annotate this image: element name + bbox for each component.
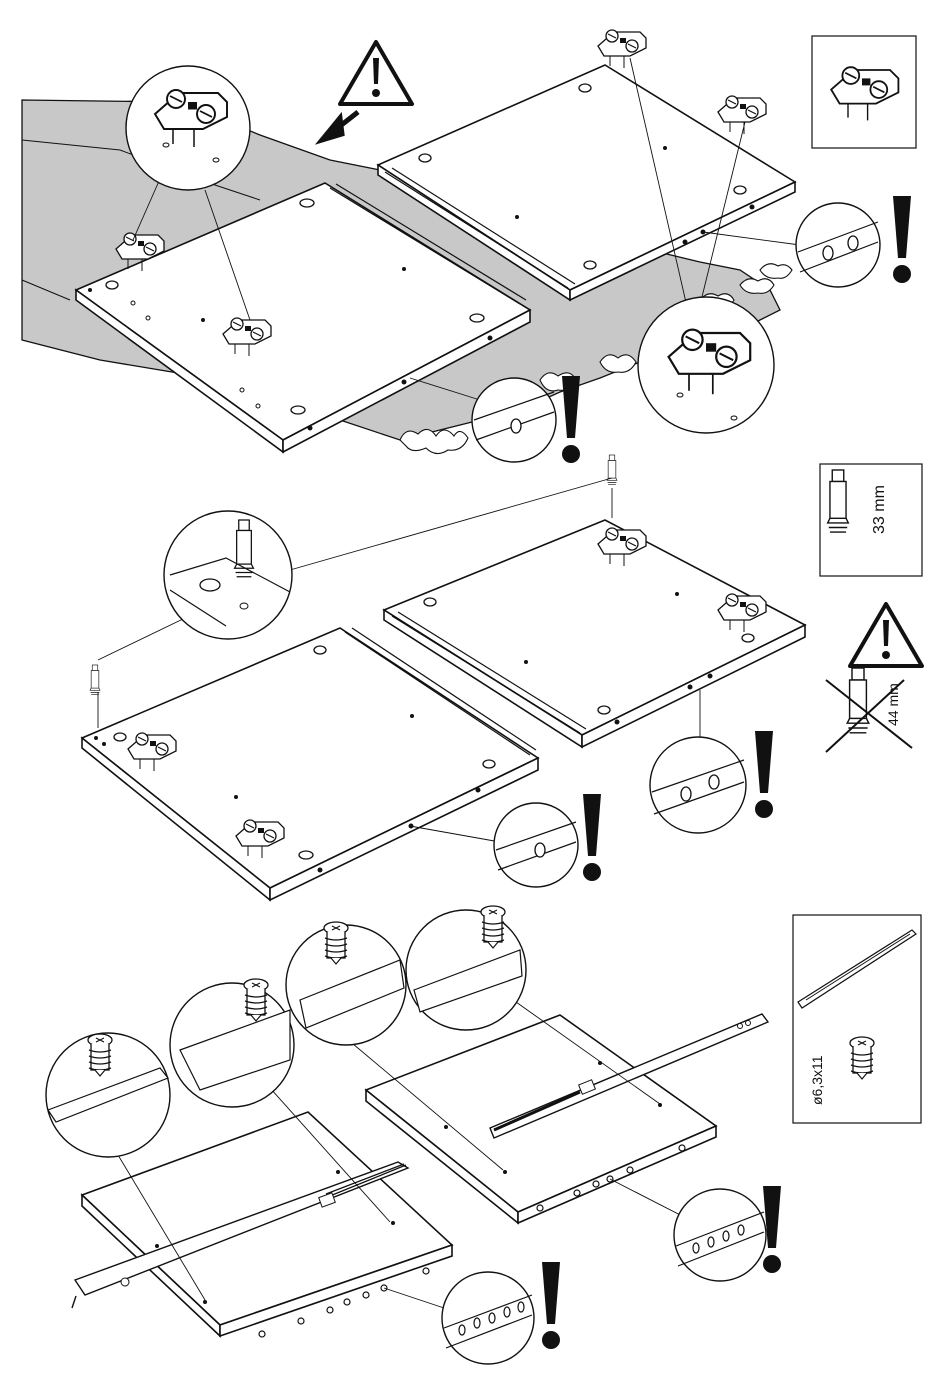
callout-fitting-right xyxy=(638,297,774,433)
wrong-dowel-reference: 44 mm xyxy=(826,604,922,752)
dowel-length-label: 33 mm xyxy=(871,485,888,534)
callout-hole-right-2 xyxy=(650,737,746,833)
fitting-reference-box xyxy=(812,36,916,148)
callout-fitting-left xyxy=(126,66,250,190)
dowel-pin-icon xyxy=(607,455,617,485)
exclamation-mark-icon xyxy=(893,196,911,283)
warning-triangle-icon xyxy=(850,604,922,666)
callout-screw-2 xyxy=(170,979,294,1107)
warning-arrow-icon xyxy=(322,112,358,140)
euro-screw-icon xyxy=(850,1037,874,1079)
callout-holes-left-3 xyxy=(442,1272,534,1364)
callout-hole-left xyxy=(472,378,556,462)
step-3-drawer-slides: ø6,3x11 xyxy=(46,906,921,1364)
screw-size-label: ø6,3x11 xyxy=(809,1055,825,1105)
hardware-reference-box: ø6,3x11 xyxy=(793,915,921,1123)
callout-hole-right xyxy=(796,203,880,287)
exclamation-mark-icon xyxy=(755,731,773,818)
callout-dowel xyxy=(164,511,292,639)
callout-screw-3 xyxy=(286,922,406,1045)
exclamation-mark-icon xyxy=(562,376,580,463)
step-1-panels-on-rug xyxy=(22,30,916,463)
callout-hole-left-2 xyxy=(494,803,578,887)
step-2-dowel-insertion: 33 mm 44 mm xyxy=(82,455,922,900)
warning-triangle-icon xyxy=(340,42,412,104)
callout-holes-right-3 xyxy=(674,1189,766,1281)
callout-screw-4 xyxy=(406,906,526,1030)
callout-screw-1 xyxy=(46,1033,170,1157)
dowel-reference-box: 33 mm xyxy=(820,464,922,576)
exclamation-mark-icon xyxy=(542,1262,560,1349)
dowel-pin-icon xyxy=(90,665,100,695)
exclamation-mark-icon xyxy=(583,794,601,881)
